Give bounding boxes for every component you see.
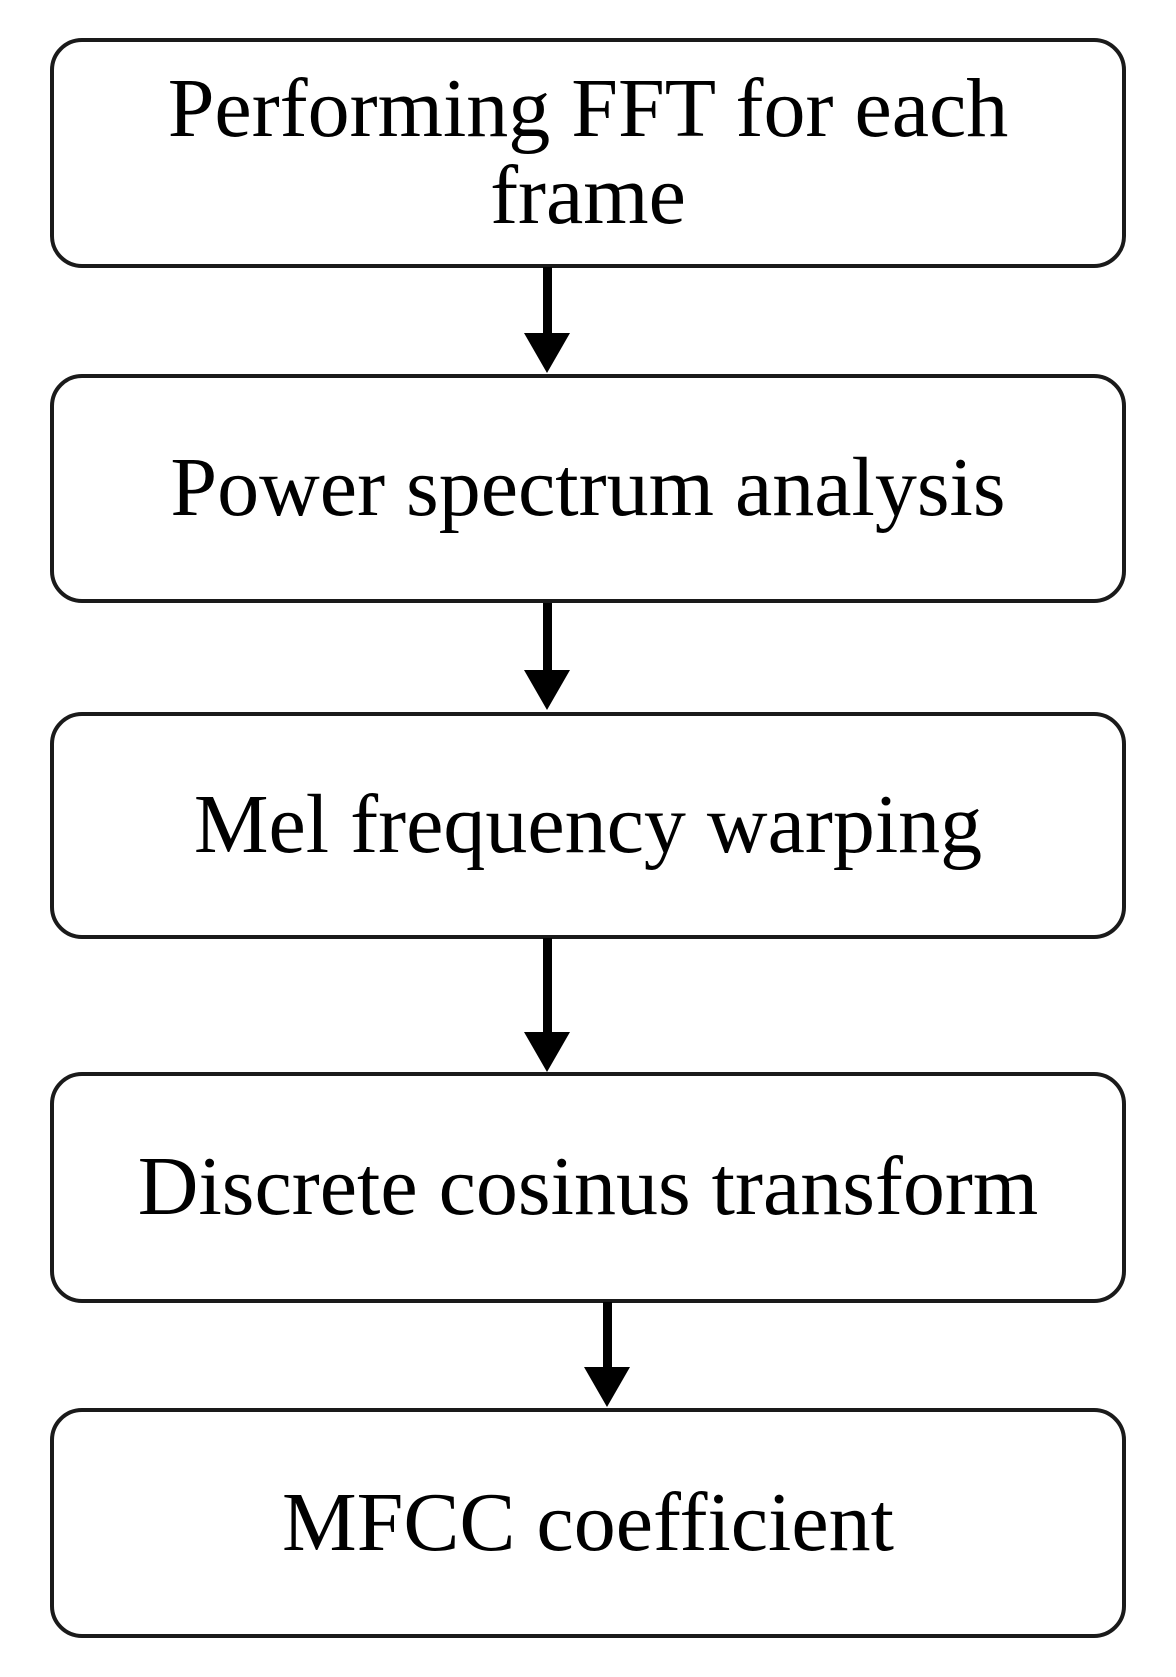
flow-box-label: Discrete cosinus transform [137, 1140, 1039, 1234]
flow-box-power-spectrum: Power spectrum analysis [50, 374, 1126, 603]
flow-box-mfcc-coefficient: MFCC coefficient [50, 1408, 1126, 1638]
flow-arrow-2-shaft [543, 603, 552, 674]
arrow-down-icon [524, 670, 570, 710]
flow-box-mel-frequency-warping: Mel frequency warping [50, 712, 1126, 939]
flow-box-label: MFCC coefficient [281, 1475, 895, 1569]
arrow-down-icon [524, 1032, 570, 1072]
flow-box-performing-fft: Performing FFT for each frame [50, 38, 1126, 268]
arrow-down-icon [584, 1367, 630, 1407]
flow-arrow-4-shaft [603, 1302, 612, 1371]
flow-box-label: Performing FFT for each frame [167, 62, 1009, 242]
flow-box-discrete-cosinus-transform: Discrete cosinus transform [50, 1072, 1126, 1303]
flow-arrow-3-shaft [543, 938, 552, 1036]
arrow-down-icon [524, 333, 570, 373]
flow-box-label: Power spectrum analysis [170, 441, 1006, 535]
flow-arrow-1-shaft [543, 267, 552, 337]
flow-box-label: Mel frequency warping [193, 778, 983, 872]
